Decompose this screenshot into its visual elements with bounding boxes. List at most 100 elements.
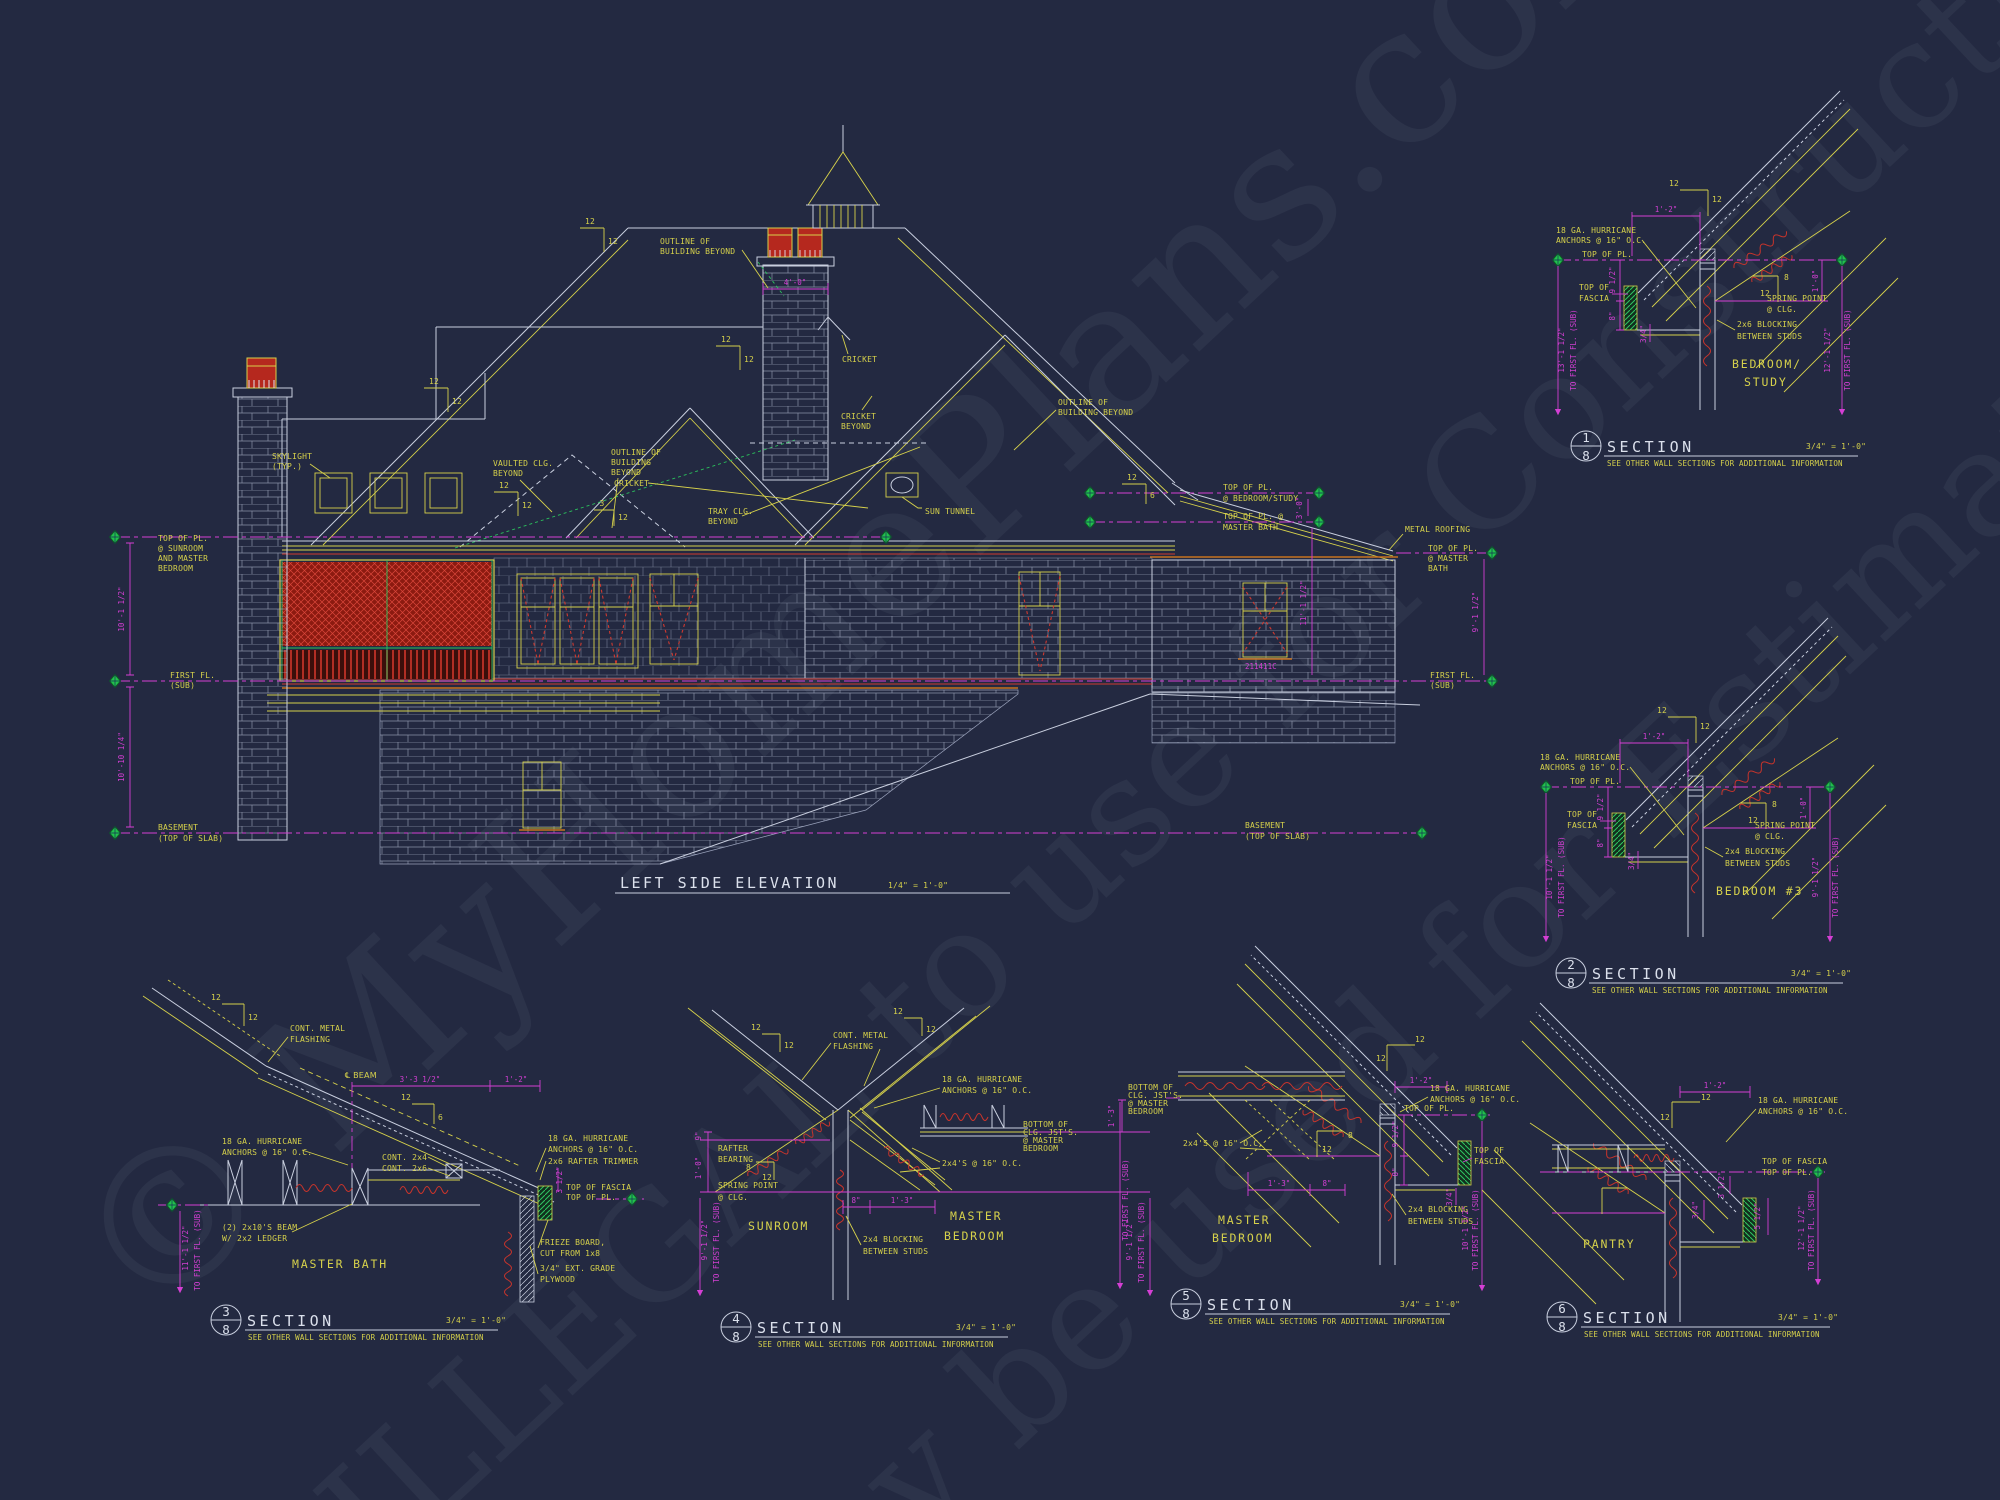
s4-slope-12a: 12 xyxy=(751,1023,761,1032)
s6-rdim-note: TO FIRST FL. (SUB) xyxy=(1807,1189,1816,1270)
s4-bot-2: CLG. JST'S. xyxy=(1023,1128,1078,1137)
outline-beyond-right-2: BUILDING BEYOND xyxy=(1058,408,1133,417)
tpl-master-bath-r2: @ MASTER xyxy=(1428,554,1468,563)
outline-beyond-ctr-1: OUTLINE OF xyxy=(611,448,661,457)
s5-2x4s: 2x4'S @ 16" O.C. xyxy=(1183,1139,1263,1148)
s5-dim-8: 8" xyxy=(1391,1167,1400,1176)
s1-spring-2: @ CLG. xyxy=(1767,305,1797,314)
tpl-master-bath-r3: BATH xyxy=(1428,564,1448,573)
s3-beam-2: W/ 2x2 LEDGER xyxy=(222,1234,287,1243)
chimney-width-dim: 4'-0" xyxy=(784,278,807,287)
s3-frieze-1: FRIEZE BOARD, xyxy=(540,1238,605,1247)
s1-note: SEE OTHER WALL SECTIONS FOR ADDITIONAL I… xyxy=(1607,459,1843,468)
s3-den: 8 xyxy=(222,1322,230,1337)
s4-ldim-note: TO FIRST FL. (SUB) xyxy=(712,1201,721,1282)
s5-dim-34: 3/4" xyxy=(1445,1188,1454,1206)
s2-ldim: 10'-1 1/2" xyxy=(1545,854,1554,899)
slope-12h: 12 xyxy=(585,217,595,226)
s5-hurr-2: ANCHORS @ 16" O.C. xyxy=(1430,1095,1520,1104)
s3-hurr-r1: 18 GA. HURRICANE xyxy=(548,1134,628,1143)
cricket-left-label: CRICKET xyxy=(614,479,649,488)
s5-dim-1-2: 1'-2" xyxy=(1410,1076,1433,1085)
outline-beyond-right-1: OUTLINE OF xyxy=(1058,398,1108,407)
tpl-sunroom-4: BEDROOM xyxy=(158,564,193,573)
s6-den: 8 xyxy=(1558,1319,1566,1334)
s6-dim-34: 3/4" xyxy=(1691,1201,1700,1219)
elevation-dimensions: 10'-1 1/2" 10'-10 1/4" 3'-0" 11'-1 1/2" … xyxy=(117,497,1485,828)
s6-note: SEE OTHER WALL SECTIONS FOR ADDITIONAL I… xyxy=(1584,1330,1820,1339)
s2-spring-2: @ CLG. xyxy=(1755,832,1785,841)
tray-clg-1: TRAY CLG. xyxy=(708,507,753,516)
s6-dim-5h: 5 1/2" xyxy=(1753,1202,1762,1229)
dim-11-1: 11'-1 1/2" xyxy=(1299,580,1308,625)
s2-note: SEE OTHER WALL SECTIONS FOR ADDITIONAL I… xyxy=(1592,986,1828,995)
s5-slope-12c: 12 xyxy=(1322,1145,1332,1154)
slope-12j: 12 xyxy=(1127,473,1137,482)
tray-clg-2: BEYOND xyxy=(708,517,738,526)
s1-dim-1-0: 1'-0" xyxy=(1811,270,1820,293)
s5-section-title: SECTION xyxy=(1207,1296,1295,1314)
s2-blk-1: 2x4 BLOCKING xyxy=(1725,847,1785,856)
s4-den: 8 xyxy=(732,1329,740,1344)
s1-top-of-1: TOP OF xyxy=(1579,283,1609,292)
tpl-sunroom-2: @ SUNROOM xyxy=(158,544,203,553)
s2-rdim-note: TO FIRST FL. (SUB) xyxy=(1831,836,1840,917)
s2-num: 2 xyxy=(1567,957,1575,972)
s6-dim-3h: 3 1/2" xyxy=(1717,1171,1726,1198)
s2-slope-12c: 12 xyxy=(1748,816,1758,825)
s5-title: 5 8 SECTION 3/4" = 1'-0" SEE OTHER WALL … xyxy=(1170,1288,1460,1326)
s3-geometry xyxy=(142,979,644,1303)
s1-den: 8 xyxy=(1582,448,1590,463)
s1-slope-12a: 12 xyxy=(1669,179,1679,188)
slope-6: 6 xyxy=(1150,491,1155,500)
s1-dim-34: 3/4" xyxy=(1639,325,1648,343)
eave-band xyxy=(282,540,1398,558)
s4-dim-1-0: 1'-0" xyxy=(694,1157,703,1180)
s3-beam-1: (2) 2x10'S BEAM xyxy=(222,1223,297,1232)
s4-dim-13: 1'-3" xyxy=(891,1196,914,1205)
s3-hurr-l1: 18 GA. HURRICANE xyxy=(222,1137,302,1146)
s1-dim-9h: 9 1/2" xyxy=(1608,266,1617,293)
s1-slope-8: 8 xyxy=(1784,273,1789,282)
s3-trimmer: 2x6 RAFTER TRIMMER xyxy=(548,1157,638,1166)
s1-scale: 3/4" = 1'-0" xyxy=(1806,442,1866,451)
s1-slope-12c: 12 xyxy=(1760,289,1770,298)
section-2-bedroom-3: 18 GA. HURRICANE ANCHORS @ 16" O.C. TOP … xyxy=(1540,618,1886,995)
s4-rb-2: BEARING xyxy=(718,1155,753,1164)
left-side-elevation: 211411C 4'-0" xyxy=(109,125,1498,894)
slope-12a: 12 xyxy=(429,377,439,386)
s2-blk-2: BETWEEN STUDS xyxy=(1725,859,1790,868)
s1-ldim-note: TO FIRST FL. (SUB) xyxy=(1569,309,1578,390)
slope-markers: 12 12 12 12 3 12 12 12 12 12 12 6 xyxy=(424,217,1155,526)
s2-dim-8: 8" xyxy=(1596,838,1605,847)
s3-room: MASTER BATH xyxy=(292,1257,388,1271)
s3-ply-1: 3/4" EXT. GRADE xyxy=(540,1264,615,1273)
s6-section-title: SECTION xyxy=(1583,1309,1671,1327)
s2-room: BEDROOM #3 xyxy=(1716,884,1803,898)
s1-hurr-2: ANCHORS @ 16" O.C. xyxy=(1556,236,1646,245)
sun-tunnel-label: SUN TUNNEL xyxy=(925,507,975,516)
s4-room-mbr-1: MASTER xyxy=(950,1209,1002,1223)
s2-spring-1: SPRING POINT xyxy=(1755,821,1815,830)
first-fl-right-1: FIRST FL. xyxy=(1430,671,1475,680)
tpl-sunroom-1: TOP OF PL. xyxy=(158,534,208,543)
basement-left-1: BASEMENT xyxy=(158,823,198,832)
s5-ldim-note: TO FIRST FL. (SUB) xyxy=(1121,1159,1130,1240)
s4-hurr-2: ANCHORS @ 16" O.C. xyxy=(942,1086,1032,1095)
s2-dim-9h: 9 1/2" xyxy=(1596,793,1605,820)
s3-slope-12c: 12 xyxy=(401,1093,411,1102)
s5-bot-3: @ MASTER xyxy=(1128,1099,1168,1108)
dim-9-1: 9'-1 1/2" xyxy=(1471,592,1480,633)
s1-slope-12b: 12 xyxy=(1712,195,1722,204)
datum-lines xyxy=(109,486,1498,840)
first-fl-right-2: (SUB) xyxy=(1430,681,1455,690)
s6-rdim: 12'-1 1/2" xyxy=(1797,1205,1806,1250)
first-fl-left-1: FIRST FL. xyxy=(170,671,215,680)
s3-frieze-2: CUT FROM 1x8 xyxy=(540,1249,600,1258)
s2-den: 8 xyxy=(1567,975,1575,990)
s3-top-fascia: TOP OF FASCIA xyxy=(566,1183,631,1192)
s1-ldim: 13'-1 1/2" xyxy=(1557,327,1566,372)
s2-dim-1-0: 1'-0" xyxy=(1799,797,1808,820)
s4-spring-2: @ CLG. xyxy=(718,1193,748,1202)
s4-slope-12b: 12 xyxy=(784,1041,794,1050)
